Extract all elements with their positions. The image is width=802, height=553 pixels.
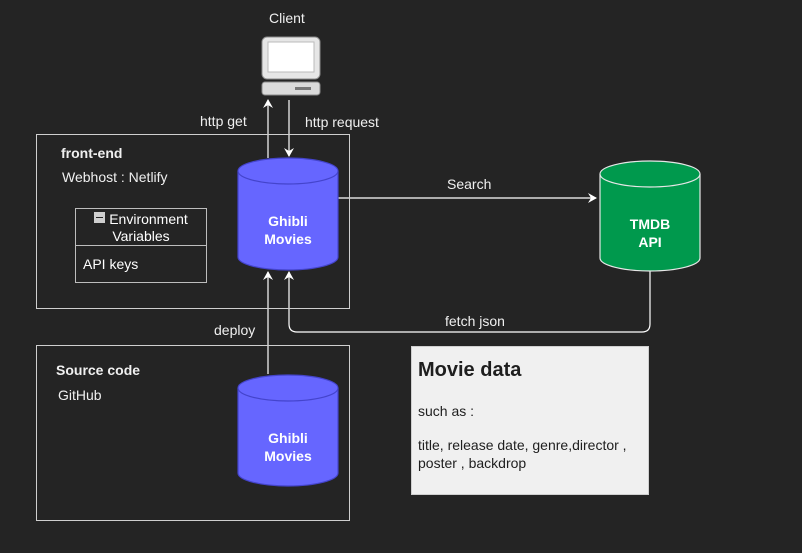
note-subtitle: such as :: [418, 403, 475, 419]
env-title-line2: Variables: [112, 228, 170, 244]
frontend-app-cylinder: [237, 157, 339, 271]
collapse-icon[interactable]: [94, 212, 106, 223]
source-container: [36, 345, 350, 521]
fetch-json-label: fetch json: [445, 313, 505, 329]
fetch-json-arrow: [284, 271, 651, 333]
frontend-app-line2: Movies: [264, 231, 312, 247]
source-app-line1: Ghibli: [268, 430, 308, 446]
http-get-label: http get: [200, 113, 247, 129]
source-title: Source code: [56, 362, 141, 378]
note-body: title, release date, genre,director , po…: [418, 437, 627, 471]
tmdb-line1: TMDB: [629, 216, 671, 232]
tmdb-label: TMDB API: [600, 215, 700, 251]
search-label: Search: [447, 176, 492, 192]
client-label: Client: [269, 10, 305, 26]
webhost-label: Webhost : Netlify: [62, 169, 168, 185]
client-computer-icon: [261, 36, 321, 96]
environment-variables-panel[interactable]: Environment Variables API keys: [75, 208, 207, 283]
frontend-app-label: Ghibli Movies: [238, 212, 338, 248]
source-app-label: Ghibli Movies: [238, 429, 338, 465]
frontend-app-line1: Ghibli: [268, 213, 308, 229]
note-title: Movie data: [418, 359, 522, 381]
movie-data-note: Movie data such as : title, release date…: [411, 346, 649, 495]
env-item-api-keys: API keys: [83, 256, 139, 272]
tmdb-line2: API: [638, 234, 662, 250]
frontend-container: [36, 134, 350, 309]
tmdb-cylinder: [599, 160, 701, 272]
source-app-line2: Movies: [264, 448, 312, 464]
source-app-cylinder: [237, 374, 339, 487]
env-title-line1: Environment: [109, 211, 188, 227]
http-request-label: http request: [305, 114, 379, 130]
deploy-label: deploy: [214, 322, 256, 338]
environment-variables-header[interactable]: Environment Variables: [76, 209, 206, 246]
frontend-title: front-end: [61, 145, 123, 161]
source-host-label: GitHub: [58, 387, 102, 403]
